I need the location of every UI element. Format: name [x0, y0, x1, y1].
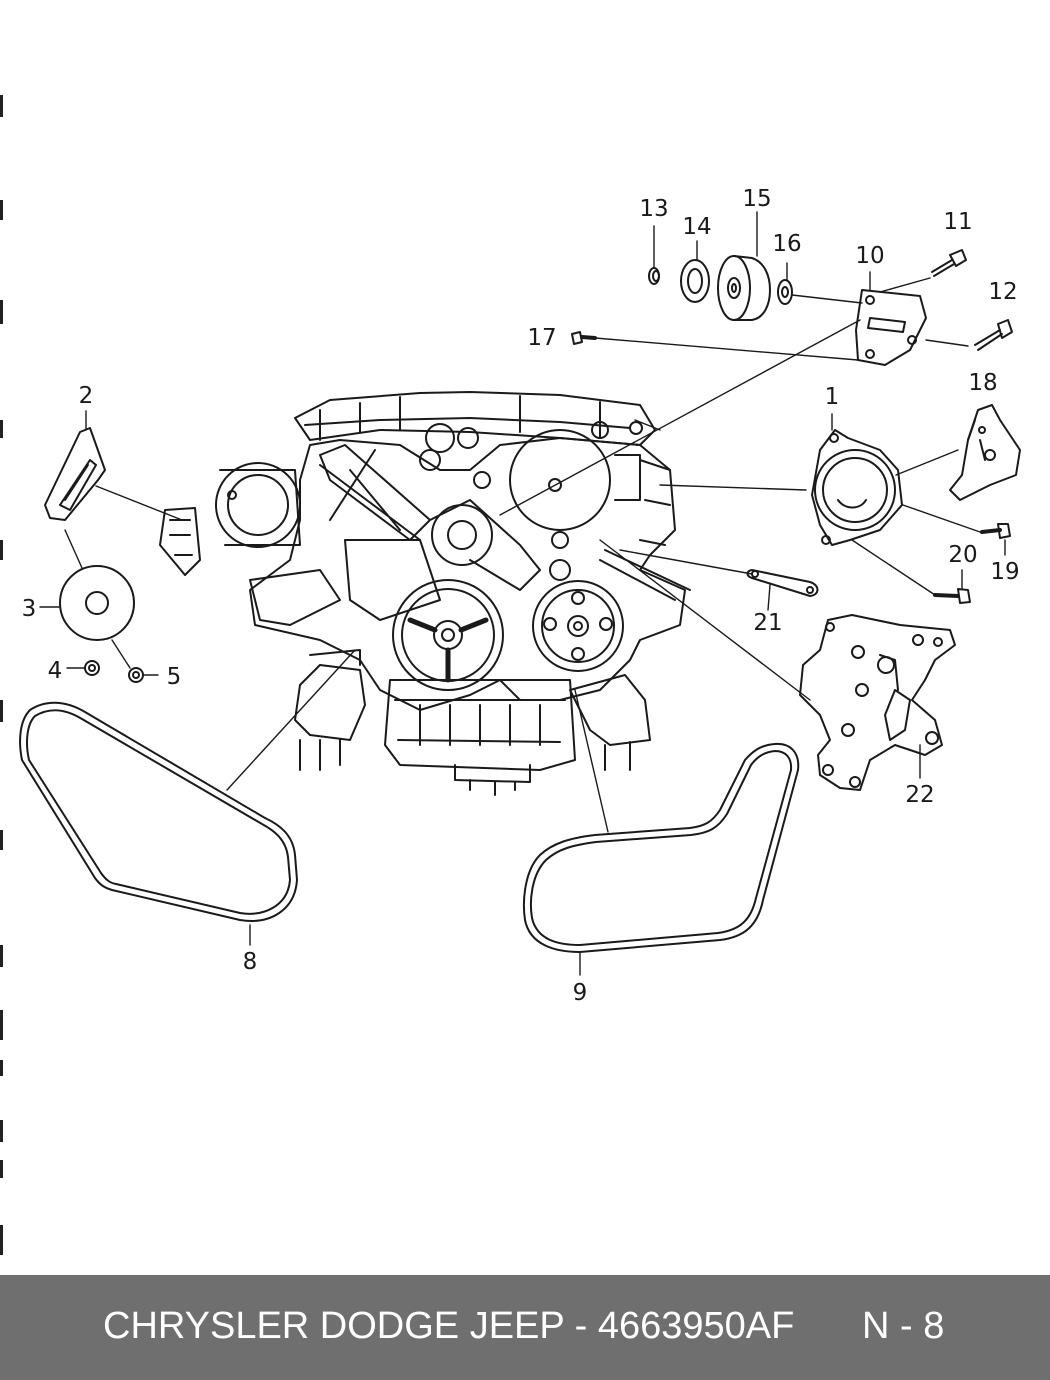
callout-17: 17 — [527, 325, 556, 351]
callout-9: 9 — [573, 980, 588, 1006]
callout-3: 3 — [22, 596, 37, 622]
part-2-bracket — [44, 427, 106, 521]
edge-mark — [0, 420, 3, 438]
callout-15: 15 — [742, 186, 771, 212]
callout-20: 20 — [948, 542, 977, 568]
edge-mark — [0, 1010, 3, 1040]
callout-13: 13 — [639, 196, 668, 222]
exploded-parts-diagram: 1 2 3 4 5 8 9 10 11 12 13 14 15 16 17 18… — [19, 186, 1021, 1006]
part-14-bearing — [680, 259, 710, 303]
edge-mark — [0, 1060, 3, 1076]
part-12-bolt — [974, 319, 1013, 351]
footer-brand-part-number: CHRYSLER DODGE JEEP - 4663950AF — [103, 1305, 795, 1347]
edge-mark — [0, 1225, 3, 1255]
part-5-nut — [128, 667, 144, 683]
edge-mark — [0, 300, 3, 324]
footer-page-ref: N - 8 — [862, 1305, 945, 1347]
callout-8: 8 — [243, 949, 258, 975]
part-10-idler-bracket — [855, 289, 927, 366]
edge-mark — [0, 700, 3, 722]
part-13-bushing — [648, 267, 660, 285]
part-1-tensioner — [811, 429, 903, 546]
edge-mark — [0, 1120, 3, 1142]
callout-19: 19 — [990, 559, 1019, 585]
part-11-bolt — [931, 249, 967, 277]
part-4-nut — [84, 660, 100, 676]
engine-assembly — [159, 391, 691, 796]
part-22-plate — [799, 614, 956, 791]
callout-12: 12 — [988, 279, 1017, 305]
callout-14: 14 — [682, 214, 711, 240]
callout-2: 2 — [79, 383, 94, 409]
part-19-bolt — [980, 523, 1011, 539]
edge-mark — [0, 1160, 3, 1178]
part-18-bracket — [949, 404, 1021, 501]
part-8-belt — [19, 701, 298, 922]
callout-4: 4 — [48, 658, 63, 684]
footer-bar: CHRYSLER DODGE JEEP - 4663950AF N - 8 — [0, 1275, 1050, 1380]
callout-5: 5 — [167, 664, 182, 690]
callout-10: 10 — [855, 243, 884, 269]
callout-1: 1 — [825, 384, 840, 410]
edge-mark — [0, 200, 3, 220]
callout-22: 22 — [905, 782, 934, 808]
edge-mark — [0, 830, 3, 850]
part-9-belt — [522, 742, 800, 953]
edge-mark — [0, 95, 3, 117]
part-16-washer — [777, 279, 793, 305]
callout-16: 16 — [772, 231, 801, 257]
leader-lines — [39, 211, 1006, 976]
edge-mark — [0, 540, 3, 560]
part-15-idler-pulley — [717, 255, 771, 321]
part-17-bolt — [571, 331, 597, 345]
callout-11: 11 — [943, 209, 972, 235]
callout-21: 21 — [753, 610, 782, 636]
callout-18: 18 — [968, 370, 997, 396]
part-21-link — [746, 569, 819, 597]
part-3-pulley — [59, 565, 135, 641]
edge-mark — [0, 945, 3, 967]
part-20-bolt — [933, 588, 971, 604]
